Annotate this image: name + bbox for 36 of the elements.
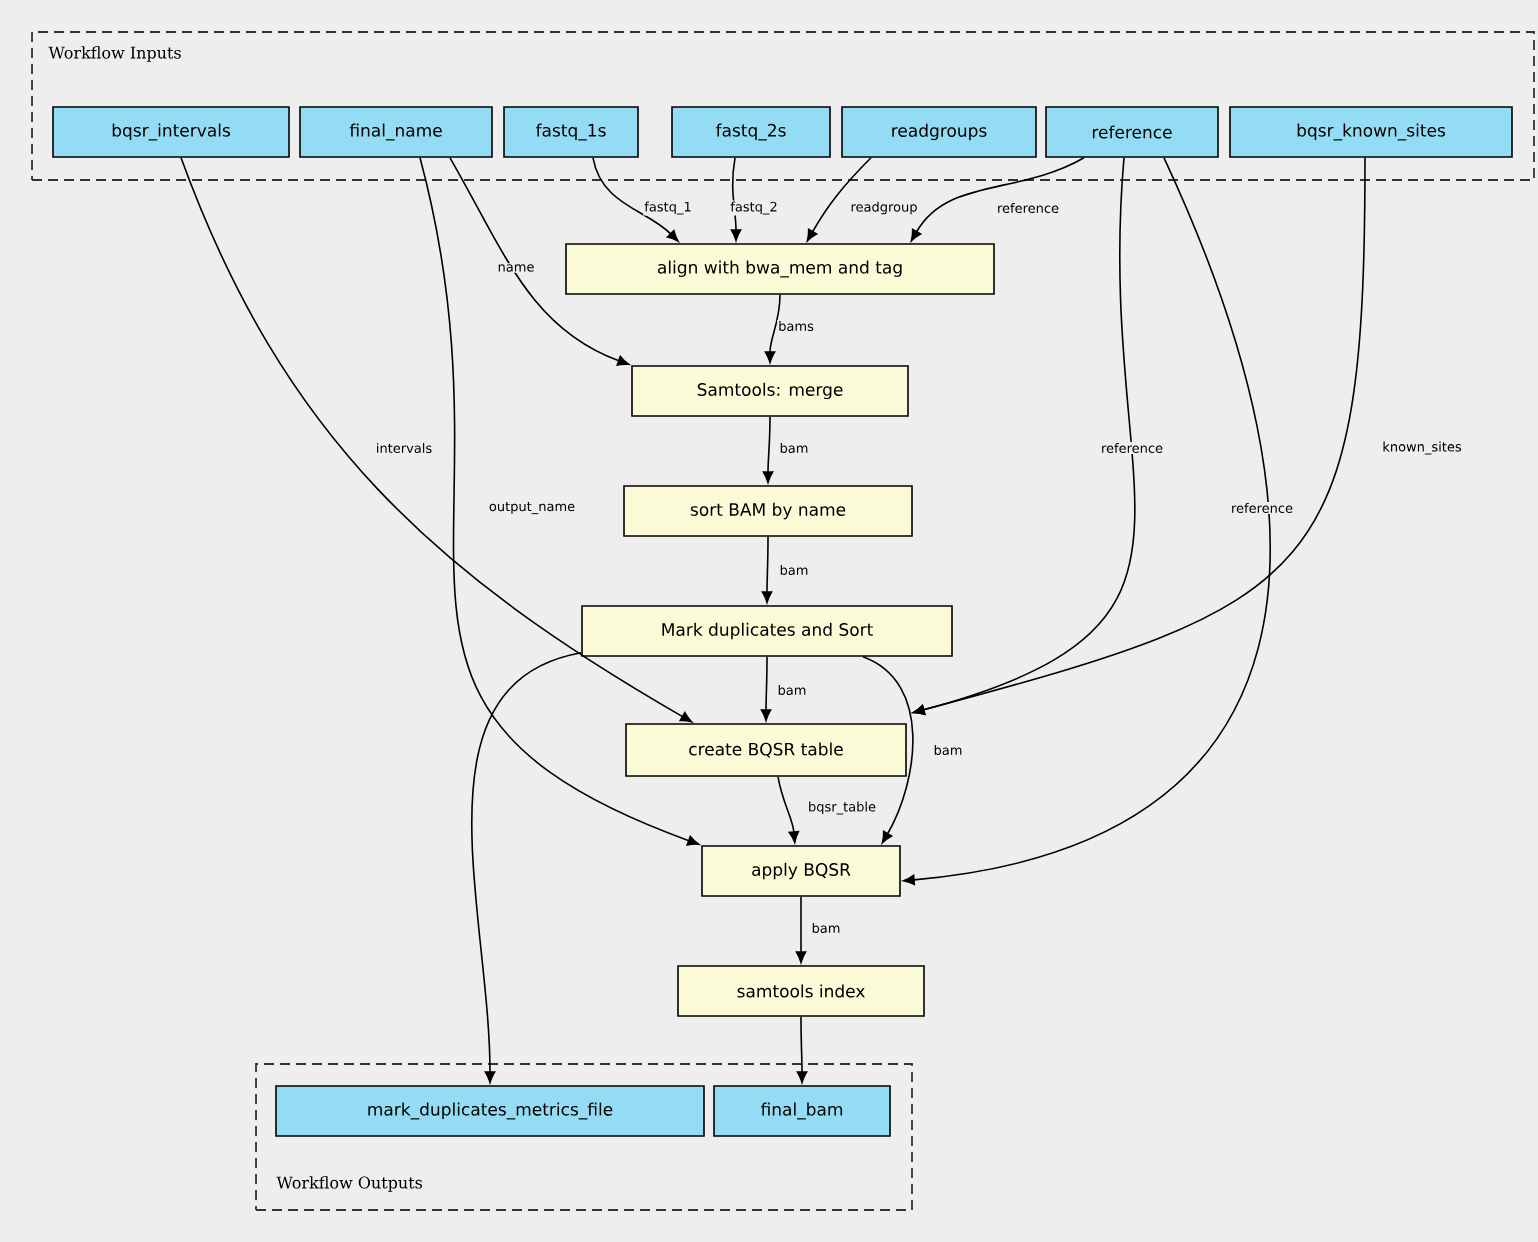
process-box: align with bwa_mem and tag xyxy=(565,243,995,295)
arrow xyxy=(761,536,773,604)
process-box: apply BQSR xyxy=(701,845,901,897)
arrow xyxy=(862,656,914,844)
data-box: final_bam xyxy=(713,1085,891,1137)
process-box: Mark duplicates and Sort xyxy=(581,605,953,657)
data-box: bqsr_known_sites xyxy=(1229,106,1513,158)
arrow xyxy=(760,656,772,722)
data-box: fastq_1s xyxy=(503,106,639,158)
arrow xyxy=(449,157,630,366)
process-box: samtools index xyxy=(677,965,925,1017)
arrow xyxy=(471,652,582,1084)
arrow xyxy=(795,896,807,964)
arrow xyxy=(910,157,1085,242)
arrow xyxy=(796,1016,808,1084)
arrow xyxy=(592,157,679,242)
arrow xyxy=(902,157,1270,886)
arrow xyxy=(730,157,742,242)
data-box: readgroups xyxy=(841,106,1037,158)
process-box: Samtools: merge xyxy=(631,365,909,417)
arrow xyxy=(777,776,800,844)
data-box: reference xyxy=(1045,106,1219,158)
arrow xyxy=(419,157,700,846)
arrow xyxy=(180,157,693,723)
arrow xyxy=(762,416,774,484)
process-box: sort BAM by name xyxy=(623,485,913,537)
data-box: fastq_2s xyxy=(671,106,831,158)
arrow xyxy=(912,157,1366,715)
arrow xyxy=(806,157,872,242)
arrow xyxy=(764,294,781,364)
cluster-heading: Workflow Inputs xyxy=(48,46,181,62)
data-box: bqsr_intervals xyxy=(52,106,290,158)
data-box: final_name xyxy=(299,106,493,158)
data-box: mark_duplicates_metrics_file xyxy=(275,1085,705,1137)
cluster-heading: Workflow Outputs xyxy=(276,1176,423,1192)
process-box: create BQSR table xyxy=(625,723,907,777)
